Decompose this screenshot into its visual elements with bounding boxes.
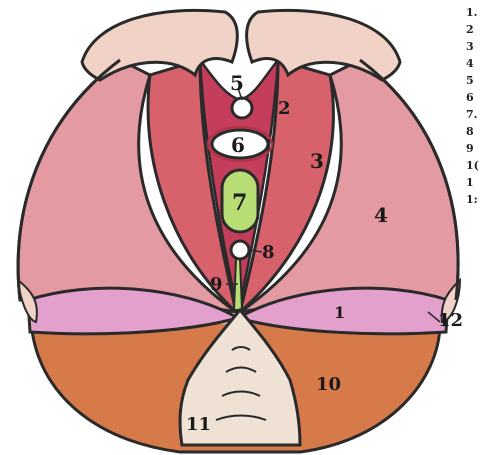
label-1: 1 (334, 303, 345, 322)
label-3: 3 (310, 149, 324, 173)
label-8: 8 (262, 242, 275, 263)
legend-list: 1. 2 3 4 5 6 7. 8 9 1( 1 1: (466, 6, 479, 206)
label-5: 5 (230, 71, 244, 95)
legend-item: 3 (466, 40, 474, 53)
label-7: 7 (232, 190, 247, 216)
legend-item: 6 (466, 91, 474, 104)
legend-item: 1: (466, 193, 478, 206)
legend-item: 4 (466, 57, 474, 70)
legend-item: 8 (466, 125, 474, 138)
label-4: 4 (374, 203, 388, 227)
urethra-ring (232, 98, 252, 118)
legend-item: 1 (466, 176, 474, 189)
legend-item: 7. (466, 108, 477, 121)
label-9: 9 (210, 274, 223, 295)
legend-item: 1. (466, 6, 477, 19)
legend-item: 9 (466, 142, 474, 155)
anus-ring (231, 241, 249, 259)
legend-item: 5 (466, 74, 474, 87)
label-12: 12 (438, 310, 463, 331)
label-2: 2 (278, 98, 291, 119)
legend-item: 2 (466, 23, 474, 36)
label-10: 10 (316, 374, 341, 395)
skin-flap-left (82, 10, 237, 80)
label-6: 6 (231, 133, 245, 157)
legend-item: 1( (466, 159, 479, 172)
label-11: 11 (186, 414, 211, 435)
